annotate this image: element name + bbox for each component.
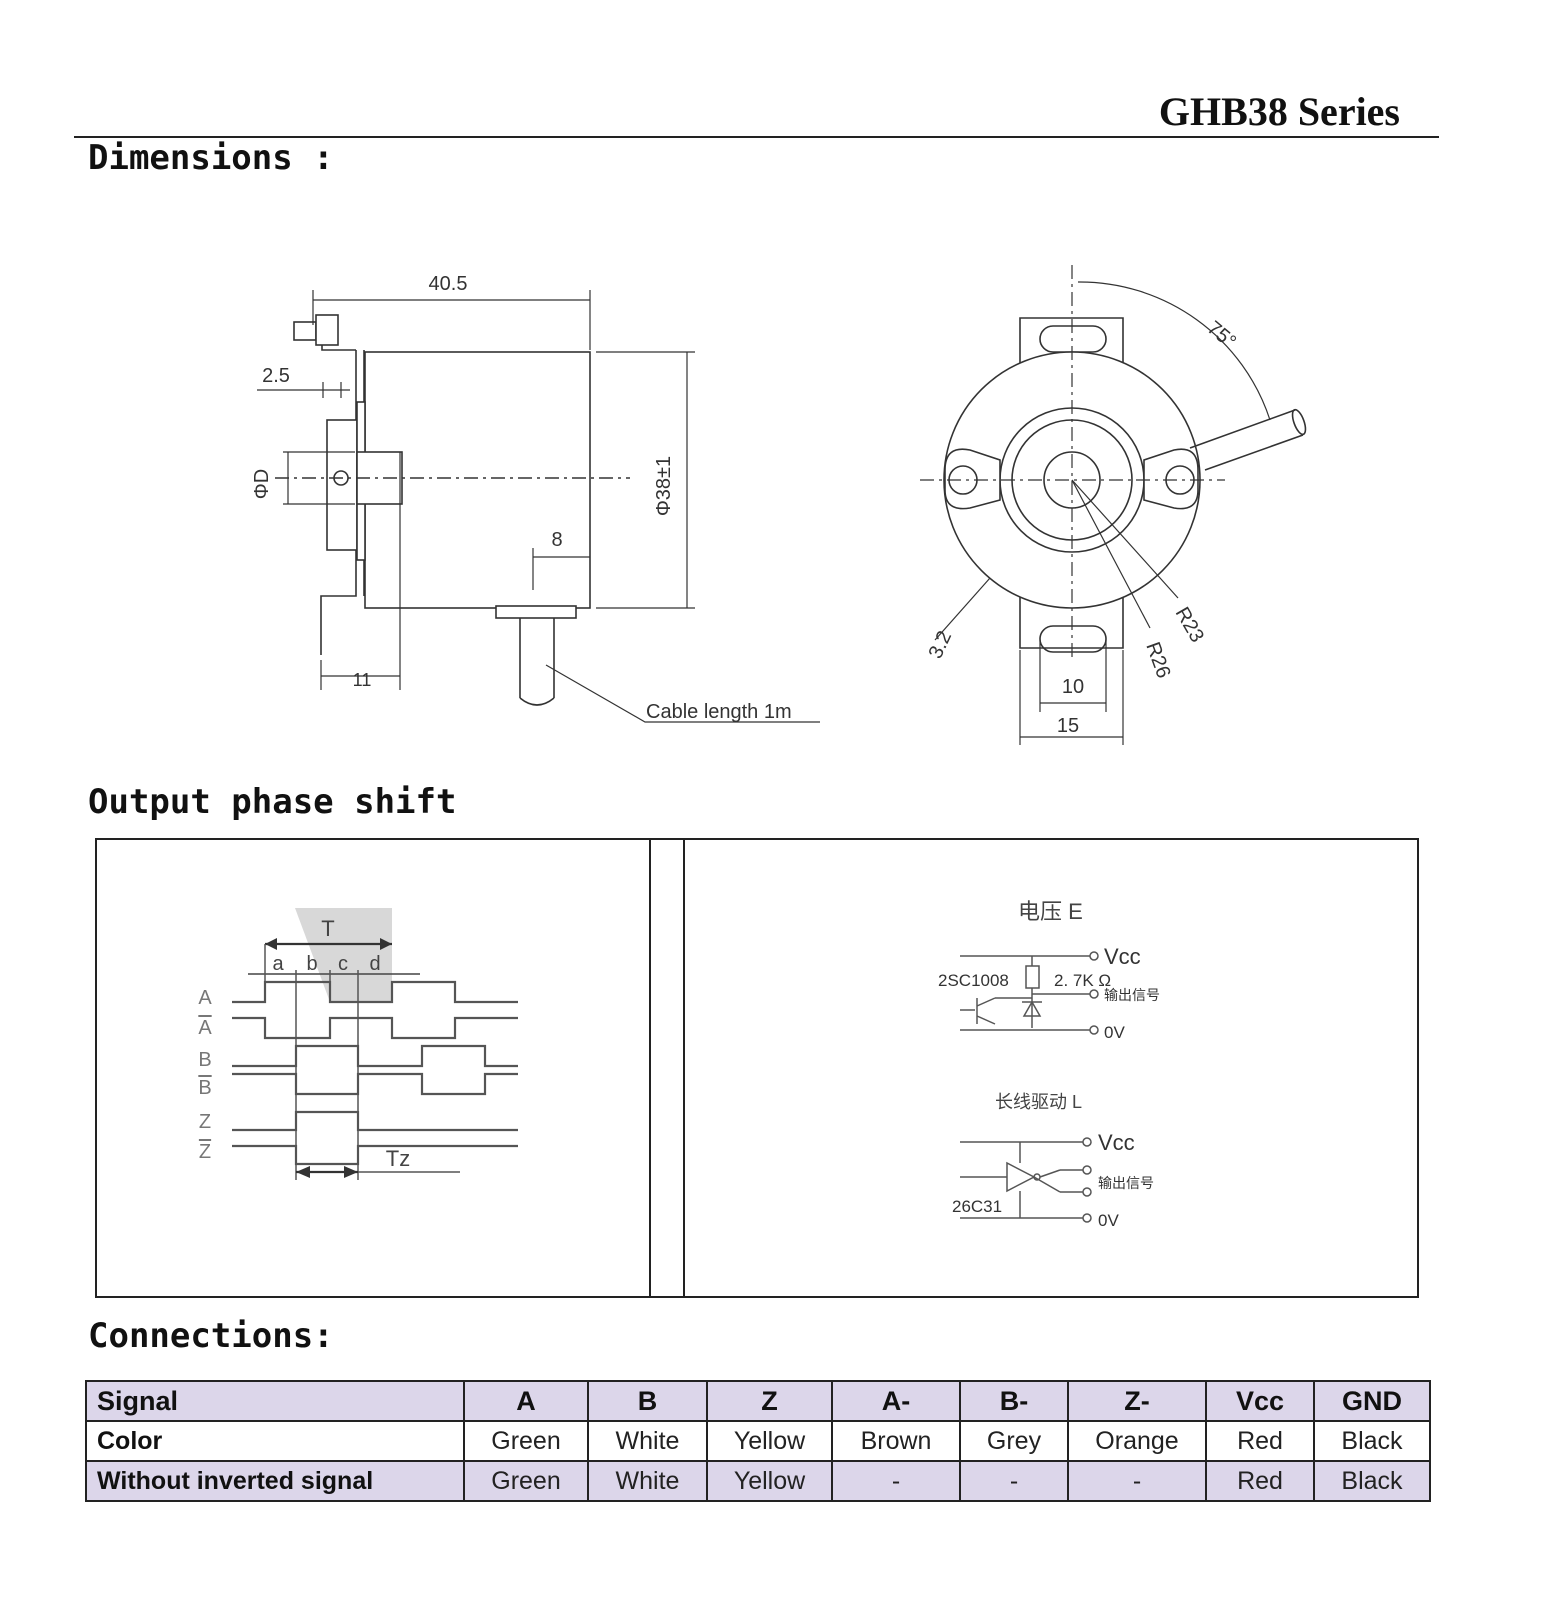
table-header-row: Signal A B Z A- B- Z- Vcc GND [85,1380,1431,1422]
dim-base-label: 11 [353,670,372,690]
table-header-cell: B- [959,1380,1069,1422]
cable-length-note: Cable length 1m [646,701,792,723]
table-cell: Red [1205,1460,1315,1502]
ov-label: 0V [1098,1211,1119,1230]
dim-diameter-label: Φ38±1 [653,456,675,516]
dim-flange-label: 2.5 [262,365,290,387]
output-label: 输出信号 [1098,1175,1154,1191]
row-label: Color [85,1420,465,1462]
table-cell: - [831,1460,961,1502]
vcc-label: Vcc [1104,944,1141,969]
phase-highlight [295,908,392,1002]
dim-length-label: 40.5 [429,273,468,295]
table-cell: Brown [831,1420,961,1462]
waveform-lines [232,938,518,1180]
signal-label: A [198,987,212,1009]
phase-heading: Output phase shift [88,782,457,822]
table-cell: Black [1313,1420,1431,1462]
table-header-cell: A- [831,1380,961,1422]
table-cell: Red [1205,1420,1315,1462]
vcc-label: Vcc [1098,1130,1135,1155]
phase-panel [95,838,1419,1298]
tz-label: Tz [386,1146,410,1171]
output-label: 输出信号 [1104,987,1160,1003]
signal-label: A [198,1017,212,1039]
period-label: T [321,916,334,941]
row-label: Without inverted signal [85,1460,465,1502]
table-header-cell: GND [1313,1380,1431,1422]
table-cell: Grey [959,1420,1069,1462]
panel-divider [683,840,685,1296]
table-cell: Yellow [706,1460,833,1502]
side-view-drawing [257,290,820,723]
dim-10-label: 10 [1062,676,1084,698]
front-view-drawing [920,265,1307,745]
segment-label: a [272,953,284,975]
table-header-cell: Z [706,1380,833,1422]
series-title: GHB38 Series [1158,89,1400,134]
voltage-circuit-title: 电压 E [1018,899,1083,924]
segment-label: d [369,953,380,975]
table-cell: - [1067,1460,1207,1502]
dim-shaft-label: ΦD [251,469,273,499]
segment-label: b [306,953,317,975]
table-cell: Orange [1067,1420,1207,1462]
phase-drawings: T a b c d A A B B Z Z Tz [198,899,1160,1230]
table-cell: - [959,1460,1069,1502]
signal-label: Z [199,1141,211,1163]
line-driver-title: 长线驱动 L [995,1092,1082,1112]
table-cell: White [587,1460,708,1502]
dimension-drawings: 40.5 2.5 ΦD Φ38±1 8 11 Cable length 1m [251,265,1307,745]
circuit-lines [960,951,1099,1223]
resistor-label: 2. 7K Ω [1054,971,1111,990]
table-row: Without inverted signal Green White Yell… [85,1460,1431,1502]
table-header-cell: Z- [1067,1380,1207,1422]
table-header-cell: A [463,1380,589,1422]
table-cell: White [587,1420,708,1462]
signal-label: B [198,1049,211,1071]
table-header-cell: Vcc [1205,1380,1315,1422]
transistor-label: 2SC1008 [938,971,1009,990]
connections-table: Signal A B Z A- B- Z- Vcc GND Color Gree… [85,1380,1431,1502]
connections-heading: Connections: [88,1316,334,1356]
segment-label: c [338,953,348,975]
dimensions-heading: Dimensions : [88,138,334,178]
signal-label: Z [199,1111,211,1133]
table-cell: Green [463,1460,589,1502]
table-header-cell: Signal [85,1380,465,1422]
table-header-cell: B [587,1380,708,1422]
dim-15-label: 15 [1057,715,1079,737]
table-cell: Yellow [706,1420,833,1462]
signal-label: B [198,1077,211,1099]
ov-label: 0V [1104,1023,1125,1042]
dim-cable-offset-label: 8 [551,529,562,551]
header-rule [74,136,1439,138]
driver-ic-label: 26C31 [952,1197,1002,1216]
table-cell: Black [1313,1460,1431,1502]
table-row: Color Green White Yellow Brown Grey Oran… [85,1420,1431,1462]
panel-divider [649,840,651,1296]
table-cell: Green [463,1420,589,1462]
